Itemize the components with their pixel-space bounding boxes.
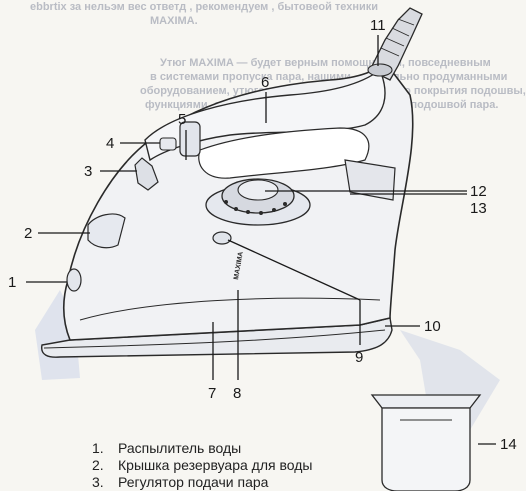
callout-10: 10: [424, 318, 441, 335]
body-contour: [79, 297, 381, 321]
soleplate: [41, 317, 393, 358]
legend-number: 1.: [92, 440, 104, 456]
spray-nozzle-shape: [66, 268, 82, 292]
cord-guard-ribs: [380, 18, 415, 57]
legend-text: Крышка резервуара для воды: [118, 457, 313, 473]
right-shadow: [400, 330, 500, 430]
callout-numbers: 1 2 3 4 5 6 7 8 9 10 11 12 13 14: [8, 17, 517, 453]
bg-line-4: в системами пропуска пара, нашими , тщат…: [150, 71, 507, 83]
dial-cap: [237, 179, 279, 201]
water-inlet-cap-shape: [87, 213, 126, 249]
legend-text: Распылитель воды: [118, 440, 242, 456]
handle: [144, 68, 386, 162]
brand-mark: MAXIMA: [233, 251, 245, 280]
callout-9: 9: [355, 349, 363, 366]
parts-legend: 1. Распылитель воды 2. Крышка резервуара д…: [92, 440, 312, 491]
cord-base: [367, 63, 393, 77]
callout-3: 3: [84, 163, 92, 180]
legend-number: 2.: [92, 457, 104, 473]
callout-2: 2: [24, 225, 32, 242]
dial-teeth: [224, 200, 287, 215]
steam-boost-button-shape: [179, 121, 201, 157]
soleplate-edge: [43, 329, 386, 349]
cord-guard: [369, 7, 423, 81]
leader-9: [227, 239, 361, 301]
legend-item: 2. Крышка резервуара для воды: [92, 457, 312, 474]
callout-8: 8: [233, 385, 241, 402]
callout-5: 5: [178, 111, 186, 128]
spray-button-shape: [159, 137, 177, 151]
indicator-light: [212, 231, 232, 245]
callout-13: 13: [470, 200, 487, 217]
legend-item: 3. Регулятор подачи пара: [92, 474, 312, 491]
handle-opening: [198, 127, 370, 179]
callout-4: 4: [106, 135, 114, 152]
bg-line-3: Утюг MAXIMA — будет верным помощником, п…: [160, 57, 491, 69]
callout-12: 12: [470, 183, 487, 200]
legend-text: Регулятор подачи пара: [118, 474, 269, 490]
callout-1: 1: [8, 274, 16, 291]
leader-lines: [26, 35, 496, 445]
measuring-cup: [370, 394, 482, 491]
cup-rim: [370, 394, 482, 409]
steam-knob-shape: [134, 157, 159, 191]
heel-grip: [344, 159, 396, 201]
legend-number: 3.: [92, 474, 104, 490]
bg-line-2: MAXIMA.: [150, 15, 198, 27]
cup-body: [381, 407, 471, 491]
legend-item: 1. Распылитель воды: [92, 440, 312, 457]
bg-line-1: ebbrtix за нельэм вес ответд , рекоменду…: [30, 1, 378, 13]
callout-6: 6: [261, 74, 269, 91]
callout-14: 14: [500, 436, 517, 453]
callout-11: 11: [370, 17, 386, 34]
callout-7: 7: [208, 385, 216, 402]
